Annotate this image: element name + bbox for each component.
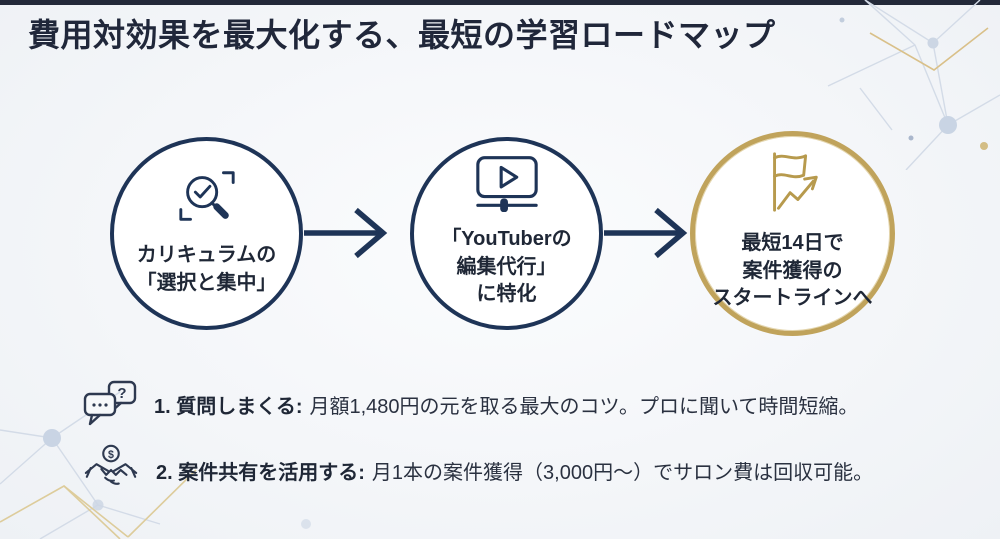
chat-question-icon: ? bbox=[83, 380, 137, 426]
step-label-line: 「YouTuberの bbox=[441, 228, 572, 251]
tip-text: 1. 質問しまくる: 月額1,480円の元を取る最大のコツ。プロに聞いて時間短縮。 bbox=[154, 390, 858, 419]
step-label-line: 「選択と集中」 bbox=[136, 271, 277, 294]
roadmap-step-goal: 最短14日で 案件獲得の スタートラインへ bbox=[690, 131, 895, 336]
tips-list: ? 1. 質問しまくる: 月額1,480円の元を取る最大のコツ。プロに聞いて時間短… bbox=[82, 379, 962, 495]
tip-description: 月1本の案件獲得（3,000円〜）でサロン費は回収可能。 bbox=[371, 461, 874, 484]
step-label: 最短14日で 案件獲得の スタートラインへ bbox=[713, 230, 873, 313]
step-label-line: 最短14日で bbox=[741, 232, 844, 255]
roadmap-step-curriculum: カリキュラムの 「選択と集中」 bbox=[110, 137, 303, 330]
tip-text: 2. 案件共有を活用する: 月1本の案件獲得（3,000円〜）でサロン費は回収可能… bbox=[156, 456, 873, 485]
svg-text:?: ? bbox=[117, 385, 126, 402]
step-label-line: に特化 bbox=[476, 283, 537, 306]
video-editing-icon bbox=[475, 156, 538, 213]
tip-label: 1. 質問しまくる: bbox=[154, 395, 303, 418]
network-decoration-top-right bbox=[827, 0, 1000, 170]
tip-description: 月額1,480円の元を取る最大のコツ。プロに聞いて時間短縮。 bbox=[309, 395, 859, 418]
step-label: カリキュラムの 「選択と集中」 bbox=[137, 242, 277, 297]
tip-case-sharing: $ 2. 案件共有を活用する: 月1本の案件獲得（3,000円〜）でサロン費は回収… bbox=[82, 444, 962, 495]
roadmap-step-specialize: 「YouTuberの 編集代行」 に特化 bbox=[410, 137, 603, 330]
handshake-money-icon: $ bbox=[84, 444, 138, 485]
flag-growth-icon bbox=[772, 152, 818, 212]
step-label-line: スタートラインへ bbox=[712, 287, 873, 310]
top-accent-bar bbox=[0, 0, 1000, 5]
step-label-line: 編集代行」 bbox=[456, 255, 557, 278]
tip-question: ? 1. 質問しまくる: 月額1,480円の元を取る最大のコツ。プロに聞いて時間短… bbox=[82, 379, 962, 429]
step-label-line: 案件獲得の bbox=[742, 259, 843, 282]
magnifier-check-icon bbox=[178, 171, 235, 221]
tip-label: 2. 案件共有を活用する: bbox=[156, 461, 365, 484]
svg-text:$: $ bbox=[108, 449, 114, 461]
arrow-right-icon bbox=[604, 207, 688, 259]
step-label-line: カリキュラムの bbox=[136, 243, 277, 266]
step-label: 「YouTuberの 編集代行」 に特化 bbox=[441, 226, 571, 309]
arrow-right-icon bbox=[304, 207, 388, 259]
page-title: 費用対効果を最大化する、最短の学習ロードマップ bbox=[28, 17, 776, 53]
